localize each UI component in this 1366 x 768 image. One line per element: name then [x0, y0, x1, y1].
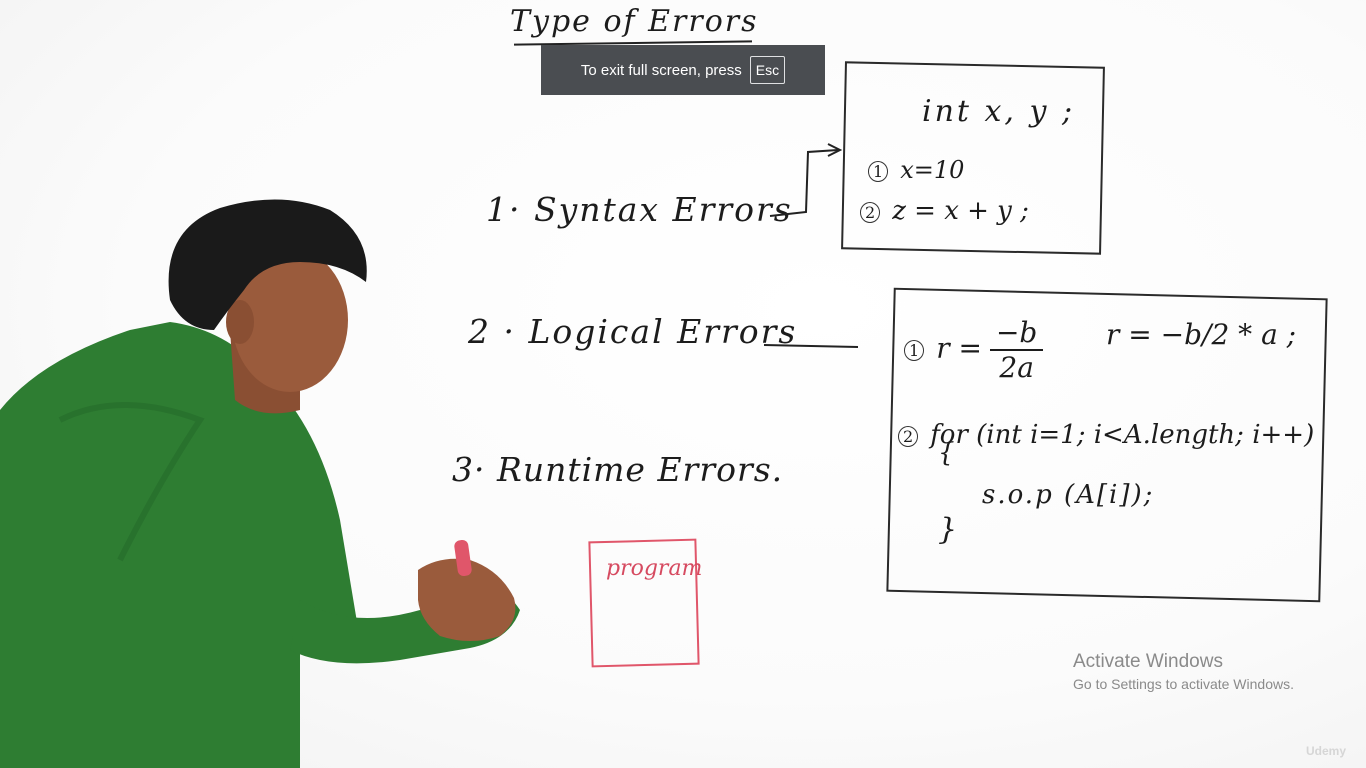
formula-denominator: 2a: [999, 351, 1034, 384]
loop-head-text: for (int i=1; i<A.length; i++): [930, 420, 1315, 450]
marker-1: 1: [868, 161, 889, 182]
syntax-decl: int x, y ;: [922, 94, 1076, 129]
marker-2: 2: [898, 425, 919, 447]
presenter-shirt: [0, 322, 360, 768]
presenter: [0, 0, 560, 768]
presenter-figure: [0, 199, 520, 768]
syntax-line-2: 2 z = x + y ;: [860, 196, 1029, 226]
syntax-line-2-text: z = x + y ;: [892, 196, 1029, 226]
esc-key-badge[interactable]: Esc: [749, 56, 786, 84]
presenter-face: [232, 248, 348, 392]
red-marker-icon: [454, 539, 472, 577]
activate-windows-title: Activate Windows: [1073, 651, 1223, 672]
logical-formula-code: r = −b/2 * a ;: [1106, 318, 1297, 351]
udemy-logo: Udemy: [1306, 744, 1347, 758]
runtime-errors-label: 3· Runtime Errors.: [452, 450, 784, 489]
formula-lhs: r =: [936, 331, 982, 365]
presenter-ear: [226, 300, 254, 344]
loop-close-brace: }: [938, 512, 958, 547]
syntax-arrow-head: [827, 143, 843, 157]
logical-errors-label: 2 · Logical Errors: [468, 312, 798, 351]
syntax-errors-label: 1· Syntax Errors: [486, 190, 793, 229]
logical-loop-head: 2 for (int i=1; i<A.length; i++): [898, 420, 1314, 450]
syntax-line-1-text: x=10: [900, 156, 965, 184]
board-title: Type of Errors: [510, 4, 759, 39]
marker-2: 2: [860, 201, 881, 223]
marker-1: 1: [904, 339, 925, 361]
toast-text: To exit full screen, press: [580, 61, 742, 79]
loop-open-brace: {: [938, 438, 955, 468]
formula-numerator: −b: [989, 316, 1044, 351]
logical-loop-body: s.o.p (A[i]);: [982, 480, 1155, 510]
syntax-line-1: 1 x=10: [868, 156, 964, 184]
presenter-shirt-fold: [58, 402, 205, 562]
presenter-hair: [168, 199, 367, 330]
presenter-hand: [418, 558, 516, 641]
activate-windows-subtitle: Go to Settings to activate Windows.: [1073, 676, 1294, 692]
fullscreen-exit-toast: To exit full screen, press Esc: [541, 45, 825, 95]
program-label: program: [606, 556, 703, 581]
